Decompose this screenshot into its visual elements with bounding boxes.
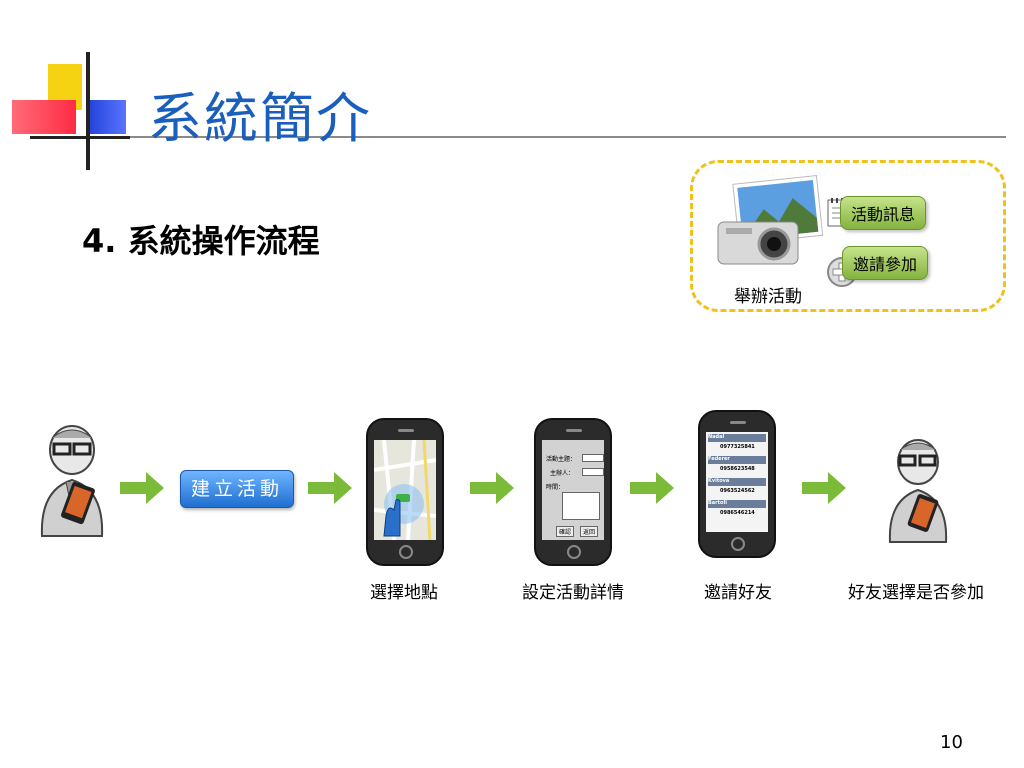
step-caption: 選擇地點 [370,583,438,603]
friend-row: Nadal [708,434,766,442]
slide-subtitle: 4. 系統操作流程 [82,222,320,260]
person-with-phone-icon [36,420,112,542]
decor-vertical-line [86,52,90,170]
form-field-time: 時間： [546,484,565,491]
friend-phone: 0977325841 [720,444,755,450]
friend-phone: 0963524562 [720,488,755,494]
friend-row: Kvitova [708,478,766,486]
create-activity-button[interactable]: 建立活動 [180,470,294,508]
form-field-host: 主辦人： [550,470,575,477]
arrow-right-icon [470,472,514,504]
page-number: 10 [940,732,963,753]
friend-row: Bartoli [708,500,766,508]
friend-row: Federer [708,456,766,464]
step-caption: 好友選擇是否參加 [848,583,984,603]
legend-box [690,160,1006,312]
invite-join-label: 邀請參加 [842,246,929,280]
friend-phone: 0958623548 [720,466,755,472]
arrow-right-icon [802,472,846,504]
step-caption: 邀請好友 [704,583,772,603]
form-back-button: 返回 [580,526,599,537]
step-caption: 設定活動詳情 [522,583,624,603]
phone-form-screen: 活動主題： 主辦人： 時間： 確認 返回 [534,418,612,566]
activity-info-label: 活動訊息 [840,196,927,230]
decor-blue-square [86,100,126,134]
slide-title: 系統簡介 [148,87,372,150]
time-picker [562,492,600,520]
form-input [582,468,604,476]
form-input [582,454,604,462]
friend-phone: 0986546214 [720,510,755,516]
arrow-right-icon [630,472,674,504]
legend-caption: 舉辦活動 [734,287,802,307]
phone-friend-list-screen: Nadal 0977325841 Federer 0958623548 Kvit… [698,410,776,558]
camera-photo-icon [716,172,824,276]
phone-map-screen [366,418,444,566]
decor-red-square [12,100,76,134]
title-underline [30,136,1006,138]
arrow-right-icon [120,472,164,504]
person-with-phone-icon [884,434,956,548]
title-underline-accent [30,136,130,139]
form-field-topic: 活動主題： [546,456,577,463]
arrow-right-icon [308,472,352,504]
form-confirm-button: 確認 [556,526,575,537]
